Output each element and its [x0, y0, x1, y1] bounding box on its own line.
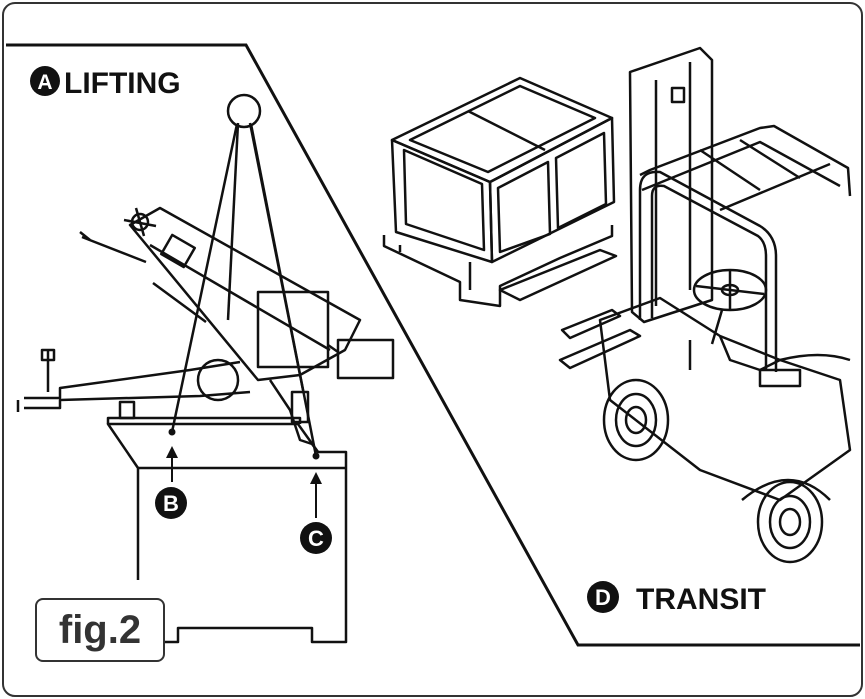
badge-c-circle: [300, 522, 332, 554]
badge-a-letter: A: [37, 71, 52, 94]
transit-title: TRANSIT: [636, 583, 766, 616]
badge-b-letter: B: [163, 491, 179, 516]
lifting-title: LIFTING: [64, 67, 181, 100]
figure-label: fig.2: [35, 598, 165, 662]
badge-b-circle: [155, 487, 187, 519]
forklift: [498, 46, 852, 564]
badge-d-letter: D: [595, 585, 611, 610]
transit-panel: D TRANSIT: [382, 46, 852, 616]
lift-point-b-dot: [168, 428, 176, 436]
lifting-panel: A LIFTING: [16, 66, 395, 644]
panel-divider: [6, 43, 860, 647]
badge-a-circle: [30, 66, 60, 96]
arrow-c: [310, 472, 322, 518]
crate-on-pallet: [382, 76, 616, 308]
badge-c-letter: C: [308, 526, 324, 551]
badge-d-circle: [587, 581, 619, 613]
lift-point-c-dot: [312, 452, 320, 460]
band-saw-machine: [16, 206, 395, 644]
arrow-b: [166, 446, 178, 482]
